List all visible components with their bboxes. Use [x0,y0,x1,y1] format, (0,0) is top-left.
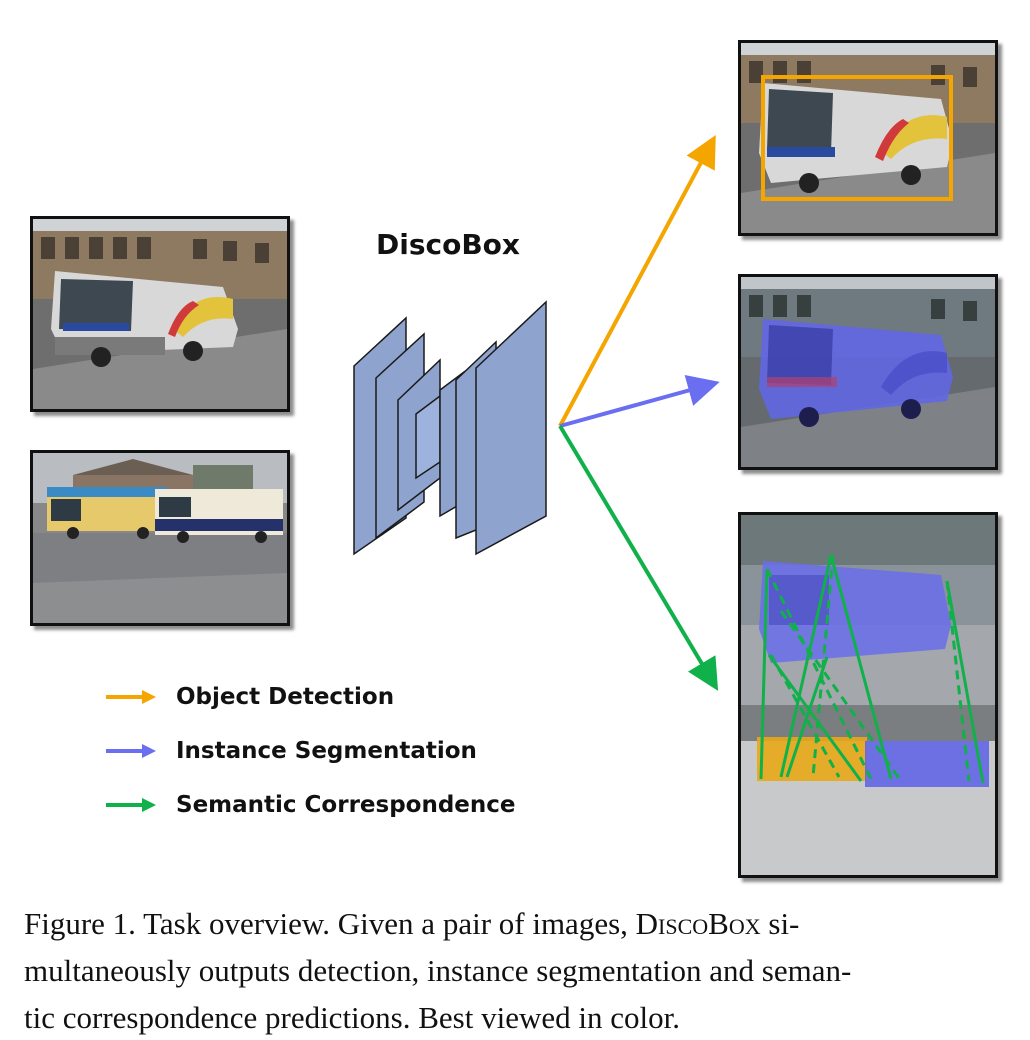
legend-swatch-semantic-correspondence [106,798,156,812]
output-correspondence-image [738,512,998,878]
network-diagram [353,300,547,556]
model-title: DiscoBox [376,228,520,261]
input-image-bus-2 [30,450,290,626]
arrow-object-detection [558,134,716,427]
arrow-semantic-correspondence [558,424,719,691]
output-detection-image [738,40,998,236]
legend-item-instance-segmentation: Instance Segmentation [104,736,477,766]
legend-label: Instance Segmentation [176,738,477,764]
correspondence-target-mask-1 [757,737,867,781]
legend-swatch-object-detection [106,690,156,704]
figure-caption: Figure 1. Task overview. Given a pair of… [24,900,1008,1040]
caption-line-3: tic correspondence predictions. Best vie… [24,1000,680,1035]
legend-item-object-detection: Object Detection [104,682,394,712]
legend-label: Object Detection [176,684,395,710]
arrow-instance-segmentation [559,374,720,428]
legend-swatch-instance-segmentation [106,744,156,758]
caption-line-1: Figure 1. Task overview. Given a pair of… [24,906,800,941]
legend-label: Semantic Correspondence [176,792,516,818]
detection-bounding-box [761,75,953,201]
caption-line-2: multaneously outputs detection, instance… [24,953,852,988]
decoder-block-3 [475,300,547,556]
output-segmentation-image [738,274,998,470]
legend-item-semantic-correspondence: Semantic Correspondence [104,790,516,820]
input-image-bus-1 [30,216,290,412]
